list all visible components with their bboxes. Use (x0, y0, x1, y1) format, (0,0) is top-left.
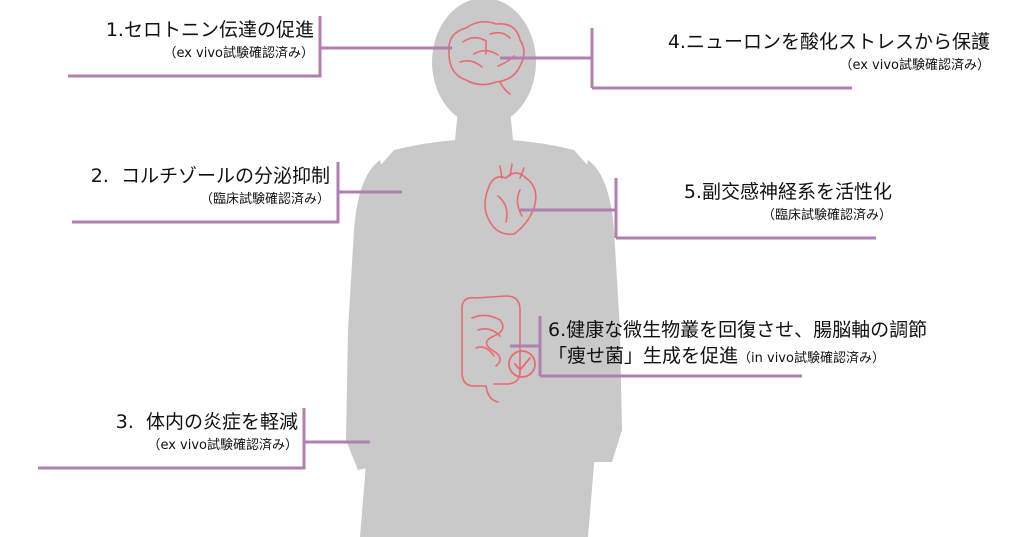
benefit-4-title: 4.ニューロンを酸化ストレスから保護 (667, 31, 990, 53)
heart-icon (484, 163, 537, 236)
underline-2 (72, 162, 340, 224)
benefit-6-title: 6.健康な微生物叢を回復させ、腸脳軸の調節 (548, 319, 928, 341)
benefit-5: 5.副交感神経系を活性化 （臨床試験確認済み） (622, 180, 892, 225)
benefit-3: 3. 体内の炎症を軽減 （ex vivo試験確認済み） (40, 410, 298, 455)
benefit-3-note: （ex vivo試験確認済み） (147, 438, 298, 453)
benefit-6-note: （in vivo試験確認済み） (738, 351, 885, 366)
benefit-6-subline: 「痩せ菌」生成を促進（in vivo試験確認済み） (548, 344, 1018, 368)
benefit-1-note: （ex vivo試験確認済み） (163, 46, 314, 61)
benefit-4: 4.ニューロンを酸化ストレスから保護 （ex vivo試験確認済み） (598, 30, 990, 75)
brain-icon (448, 20, 525, 95)
benefit-5-note: （臨床試験確認済み） (761, 208, 892, 223)
connectors (38, 16, 876, 470)
benefit-4-note: （ex vivo試験確認済み） (839, 58, 990, 73)
underline-1 (68, 16, 322, 78)
benefit-1-title: 1.セロトニン伝達の促進 (105, 19, 314, 41)
intestine-icon (461, 295, 536, 403)
underline-3 (38, 408, 306, 470)
benefit-1: 1.セロトニン伝達の促進 （ex vivo試験確認済み） (40, 18, 314, 63)
benefit-2-title: 2. コルチゾールの分泌抑制 (90, 165, 330, 187)
benefit-5-title: 5.副交感神経系を活性化 (683, 181, 892, 203)
benefit-2: 2. コルチゾールの分泌抑制 （臨床試験確認済み） (20, 164, 330, 209)
benefit-6: 6.健康な微生物叢を回復させ、腸脳軸の調節 「痩せ菌」生成を促進（in vivo… (548, 318, 1018, 368)
benefit-2-note: （臨床試験確認済み） (199, 192, 330, 207)
benefit-3-title: 3. 体内の炎症を軽減 (115, 411, 298, 433)
benefit-6-title-2: 「痩せ菌」生成を促進 (548, 345, 739, 367)
human-silhouette (346, 0, 622, 537)
